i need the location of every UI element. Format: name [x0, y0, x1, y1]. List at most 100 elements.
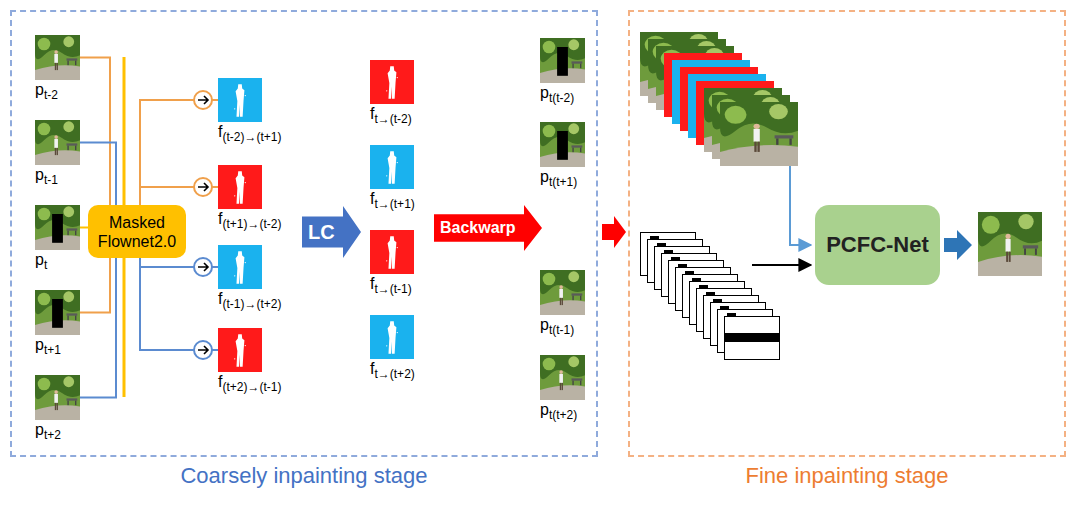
image-label: pt(t-1): [540, 315, 585, 340]
masked-frame-image: [35, 205, 80, 250]
warp-operator: [194, 341, 212, 359]
warped-frame-node: pt(t+1): [540, 122, 585, 192]
frame-node: pt+1: [35, 290, 80, 360]
image-label: ft→(t-1): [370, 274, 414, 299]
warped-frame-image: [540, 355, 585, 400]
frame-node: pt+2: [35, 375, 80, 445]
warped-frame-node: pt(t-2): [540, 38, 585, 108]
label-base: p: [540, 168, 549, 185]
image-label: pt+2: [35, 420, 80, 445]
image-label: f(t-1)→(t+2): [218, 289, 281, 314]
box-label: PCFC-Net: [826, 232, 929, 258]
label-subscript: t(t-2): [549, 91, 574, 105]
stage-region: Coarsely inpainting stagept-2pt-1ptpt+1p…: [10, 10, 598, 503]
label-base: p: [35, 166, 44, 183]
label-subscript: (t+2)→(t-1): [222, 380, 281, 394]
label-base: p: [35, 81, 44, 98]
label-subscript: t→(t+1): [374, 197, 414, 211]
image-label: pt-2: [35, 80, 80, 105]
input-arrow: [790, 166, 811, 245]
label-base: p: [35, 336, 44, 353]
frame-image: [35, 375, 80, 420]
flow-node: f(t+2)→(t-1): [218, 328, 281, 397]
flow-node: ft→(t-1): [370, 230, 414, 299]
block-arrow: LC: [302, 206, 361, 258]
label-base: f: [218, 123, 222, 140]
flow-node: ft→(t+1): [370, 145, 415, 214]
label-base: f: [370, 360, 374, 377]
label-subscript: (t-1)→(t+2): [222, 297, 281, 311]
frame-image: [35, 120, 80, 165]
label-base: p: [540, 401, 549, 418]
flow-image: [218, 328, 262, 372]
label-subscript: t(t-1): [549, 323, 574, 337]
label-base: p: [35, 421, 44, 438]
label-subscript: t: [44, 258, 47, 272]
frame-node: pt: [35, 205, 80, 275]
stage-label: Coarsely inpainting stage: [10, 462, 598, 490]
warp-operator: [194, 258, 212, 276]
label-subscript: t-1: [44, 173, 58, 187]
flow-image: [370, 230, 414, 274]
warped-frame-node: pt(t-1): [540, 270, 585, 340]
flow-image: [218, 165, 262, 209]
label-base: f: [370, 105, 374, 122]
label-subscript: t(t+2): [549, 408, 577, 422]
flow-image: [370, 60, 414, 104]
flow-node: ft→(t-2): [370, 60, 414, 129]
label-base: f: [218, 290, 222, 307]
box-label: LC: [302, 220, 341, 244]
image-label: ft→(t+1): [370, 189, 415, 214]
label-base: p: [540, 84, 549, 101]
image-label: pt(t+2): [540, 400, 585, 425]
image-label: f(t+2)→(t-1): [218, 372, 281, 397]
box-label: Backwarp: [434, 218, 522, 238]
label-base: f: [218, 373, 222, 390]
label-subscript: (t+1)→(t-2): [222, 217, 281, 231]
stage-region: Fine inpainting stagePCFC-Net: [628, 10, 1066, 503]
block-arrow: Backwarp: [434, 205, 542, 251]
process-box: Masked Flownet2.0: [88, 205, 186, 258]
image-label: f(t-2)→(t+1): [218, 122, 281, 147]
image-label: ft→(t-2): [370, 104, 414, 129]
connector: [80, 58, 110, 206]
flow-image: [370, 315, 414, 359]
label-base: p: [35, 251, 44, 268]
network-box: PCFC-Net: [815, 205, 940, 285]
flow-image: [218, 245, 262, 289]
flow-node: f(t-1)→(t+2): [218, 245, 281, 314]
stage-arrow: [602, 216, 626, 248]
label-subscript: t→(t-2): [374, 112, 411, 126]
image-label: pt(t+1): [540, 167, 585, 192]
frame-node: pt-1: [35, 120, 80, 190]
flow-node: ft→(t+2): [370, 315, 415, 384]
masked-frame-image: [35, 290, 80, 335]
connector: [80, 258, 116, 398]
frame-image: [35, 35, 80, 80]
label-subscript: t(t+1): [549, 175, 577, 189]
warped-frame-image: [540, 38, 585, 83]
label-base: p: [540, 316, 549, 333]
frame-node: pt-2: [35, 35, 80, 105]
arrow-outline: [434, 205, 542, 251]
mask-stack: [641, 233, 780, 360]
flow-node: f(t+1)→(t-2): [218, 165, 281, 234]
flow-image: [218, 78, 262, 122]
label-subscript: t+2: [44, 428, 61, 442]
image-label: pt+1: [35, 335, 80, 360]
flow-image: [370, 145, 414, 189]
warped-frame-node: pt(t+2): [540, 355, 585, 425]
connector: [140, 258, 218, 350]
image-label: ft→(t+2): [370, 359, 415, 384]
label-base: f: [370, 190, 374, 207]
output-arrow: [944, 230, 972, 260]
label-subscript: (t-2)→(t+1): [222, 130, 281, 144]
connector: [80, 143, 116, 206]
warped-frame-image: [540, 122, 585, 167]
connector: [80, 227, 88, 229]
mask-arrow: [752, 264, 811, 266]
label-subscript: t→(t+2): [374, 367, 414, 381]
output-image: [978, 212, 1042, 276]
warp-operator: [194, 178, 212, 196]
